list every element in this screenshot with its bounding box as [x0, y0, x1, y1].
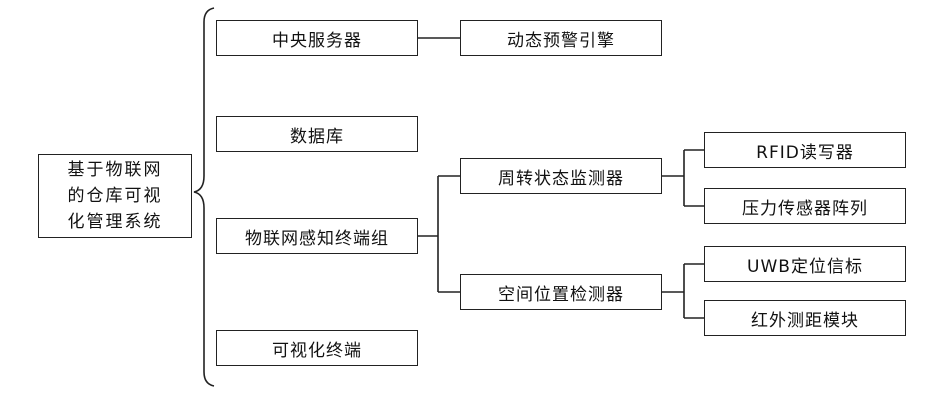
root-line-3: 化管理系统 — [68, 209, 163, 235]
node-uwb-beacon: UWB定位信标 — [704, 246, 906, 282]
node-visual-terminal: 可视化终端 — [216, 330, 418, 366]
node-spatial-detector: 空间位置检测器 — [460, 274, 662, 310]
node-database: 数据库 — [216, 116, 418, 152]
connector-iot-monitors — [418, 176, 460, 292]
node-turnover-monitor: 周转状态监测器 — [460, 158, 662, 194]
root-line-2: 的仓库可视 — [68, 183, 163, 209]
connector-spatial-sensors — [662, 264, 704, 318]
curly-brace — [194, 8, 214, 386]
node-ir-ranging-module: 红外测距模块 — [704, 300, 906, 336]
node-pressure-sensor-array: 压力传感器阵列 — [704, 188, 906, 224]
connector-turnover-sensors — [662, 150, 704, 206]
root-line-1: 基于物联网 — [68, 157, 163, 183]
node-rfid-reader: RFID读写器 — [704, 132, 906, 168]
node-iot-terminal-group: 物联网感知终端组 — [216, 218, 418, 254]
node-dynamic-warning-engine: 动态预警引擎 — [460, 20, 662, 56]
node-central-server: 中央服务器 — [216, 20, 418, 56]
root-node-warehouse-system: 基于物联网 的仓库可视 化管理系统 — [38, 154, 192, 238]
